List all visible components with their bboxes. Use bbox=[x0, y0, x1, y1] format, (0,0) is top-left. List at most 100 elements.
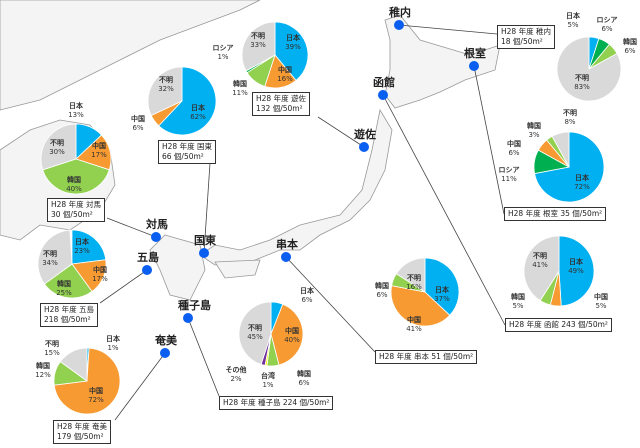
site-name-nemuro: 根室 bbox=[464, 46, 486, 60]
site-marker-tsushima[interactable] bbox=[151, 232, 161, 242]
site-marker-goto[interactable] bbox=[142, 265, 152, 275]
leader-line-tanegashima bbox=[187, 317, 220, 397]
pie-slice-label: 不明 bbox=[533, 251, 547, 260]
site-name-wakkanai: 稚内 bbox=[389, 5, 411, 19]
site-marker-tanegashima[interactable] bbox=[183, 313, 193, 323]
pie-slice bbox=[71, 229, 107, 265]
pie-slice bbox=[274, 21, 309, 81]
pie-chart-amami bbox=[53, 347, 121, 415]
pie-slice-value: 12% bbox=[35, 371, 51, 379]
pie-slice-label: その他 bbox=[226, 365, 247, 374]
pie-slice-label: 韓国 bbox=[623, 37, 637, 46]
pie-slice-value: 37% bbox=[434, 295, 450, 303]
site-label-box-nemuro: H28 年度 根室 35 個/50m² bbox=[504, 207, 607, 221]
pie-slice-value: 6% bbox=[508, 149, 519, 157]
pie-slice-label: 中国 bbox=[285, 326, 299, 335]
site-marker-wakkanai[interactable] bbox=[394, 20, 404, 30]
site-label-line: H28 年度 種子島 224 個/50m² bbox=[223, 398, 330, 407]
site-label-line: H28 年度 稚内 bbox=[501, 27, 551, 36]
site-label-box-kushimoto: H28 年度 串本 51 個/50m² bbox=[375, 350, 478, 364]
pie-slice-value: 5% bbox=[512, 302, 523, 310]
pie-chart-goto bbox=[37, 229, 107, 299]
site-name-yusa: 遊佐 bbox=[354, 127, 376, 141]
pie-slice-label: 日本 bbox=[286, 33, 300, 42]
pie-slice-label: 不明 bbox=[159, 75, 173, 84]
pie-slice-label: 韓国 bbox=[297, 369, 311, 378]
pie-slice-label: 日本 bbox=[69, 101, 83, 110]
pie-slice bbox=[395, 257, 426, 293]
pie-slice bbox=[158, 66, 217, 136]
pie-slice-value: 40% bbox=[66, 185, 82, 193]
site-marker-kunisaki[interactable] bbox=[199, 248, 209, 258]
pie-slice bbox=[42, 158, 110, 195]
pie-slice-label: 台湾 bbox=[261, 371, 275, 380]
site-name-tanegashima: 種子島 bbox=[178, 298, 211, 312]
pie-slice bbox=[523, 235, 560, 302]
pie-slice-value: 40% bbox=[284, 336, 300, 344]
site-marker-kushimoto[interactable] bbox=[281, 252, 291, 262]
pie-slice-value: 5% bbox=[595, 302, 606, 310]
site-label-line: H28 年度 遊佐 bbox=[256, 94, 306, 103]
pie-slice-value: 45% bbox=[247, 333, 263, 341]
pie-slice-value: 83% bbox=[574, 83, 590, 91]
pie-slice-value: 17% bbox=[91, 151, 107, 159]
pie-slice-label: 不明 bbox=[563, 108, 577, 117]
pie-slice-value: 17% bbox=[92, 275, 108, 283]
pie-chart-hakodate bbox=[523, 235, 595, 307]
pie-slice-label: 中国 bbox=[278, 65, 292, 74]
pie-slice-value: 11% bbox=[501, 175, 517, 183]
site-name-kunisaki: 国東 bbox=[194, 233, 217, 247]
pie-slice-label: 日本 bbox=[435, 285, 449, 294]
site-label-line: H28 年度 五島 bbox=[44, 305, 94, 314]
site-label-line: 179 個/50m² bbox=[57, 432, 104, 441]
pie-slice-label: 中国 bbox=[92, 141, 106, 150]
pie-slice-value: 1% bbox=[262, 381, 273, 389]
pie-slice bbox=[43, 263, 93, 299]
site-name-kushimoto: 串本 bbox=[276, 237, 298, 251]
pie-slice-label: 不明 bbox=[407, 273, 421, 282]
site-marker-amami[interactable] bbox=[160, 348, 170, 358]
site-marker-nemuro[interactable] bbox=[469, 61, 479, 71]
pie-slice bbox=[238, 301, 272, 365]
pie-chart-kunisaki bbox=[147, 66, 217, 136]
leader-line-amami bbox=[114, 352, 166, 421]
pie-chart-kushimoto bbox=[390, 257, 460, 327]
pie-slice-value: 13% bbox=[68, 111, 84, 119]
pie-slice-value: 2% bbox=[230, 375, 241, 383]
pie-slice bbox=[558, 235, 595, 307]
pie-slice bbox=[147, 66, 183, 117]
pie-slice bbox=[37, 229, 73, 285]
pie-slice-label: 韓国 bbox=[233, 79, 247, 88]
pie-slice-label: ロシア bbox=[597, 16, 618, 24]
site-label-line: H28 年度 函館 243 個/50m² bbox=[509, 320, 608, 329]
pie-chart-yusa bbox=[241, 21, 309, 89]
pie-slice bbox=[424, 257, 460, 316]
pie-slice-value: 15% bbox=[44, 349, 60, 357]
site-label-line: H28 年度 対馬 bbox=[51, 200, 101, 209]
site-marker-yusa[interactable] bbox=[359, 142, 369, 152]
leader-line-hakodate bbox=[382, 94, 506, 326]
site-label-line: H28 年度 奄美 bbox=[57, 422, 107, 431]
pie-slice-label: 不明 bbox=[50, 138, 64, 147]
pie-slice-value: 3% bbox=[528, 131, 539, 139]
pie-slice-value: 5% bbox=[567, 21, 578, 29]
site-marker-hakodate[interactable] bbox=[378, 90, 388, 100]
leader-line-wakkanai bbox=[398, 24, 498, 35]
pie-chart-wakkanai bbox=[556, 36, 622, 102]
leader-line-kushimoto bbox=[285, 256, 376, 353]
pie-slice-label: 日本 bbox=[191, 103, 205, 112]
pie-slice-value: 25% bbox=[56, 289, 72, 297]
pie-slice-value: 6% bbox=[601, 25, 612, 33]
pie-slice-value: 39% bbox=[285, 43, 301, 51]
pie-slice-value: 6% bbox=[298, 379, 309, 387]
pie-slice-value: 33% bbox=[250, 41, 266, 49]
leader-line-tsushima bbox=[106, 217, 157, 238]
